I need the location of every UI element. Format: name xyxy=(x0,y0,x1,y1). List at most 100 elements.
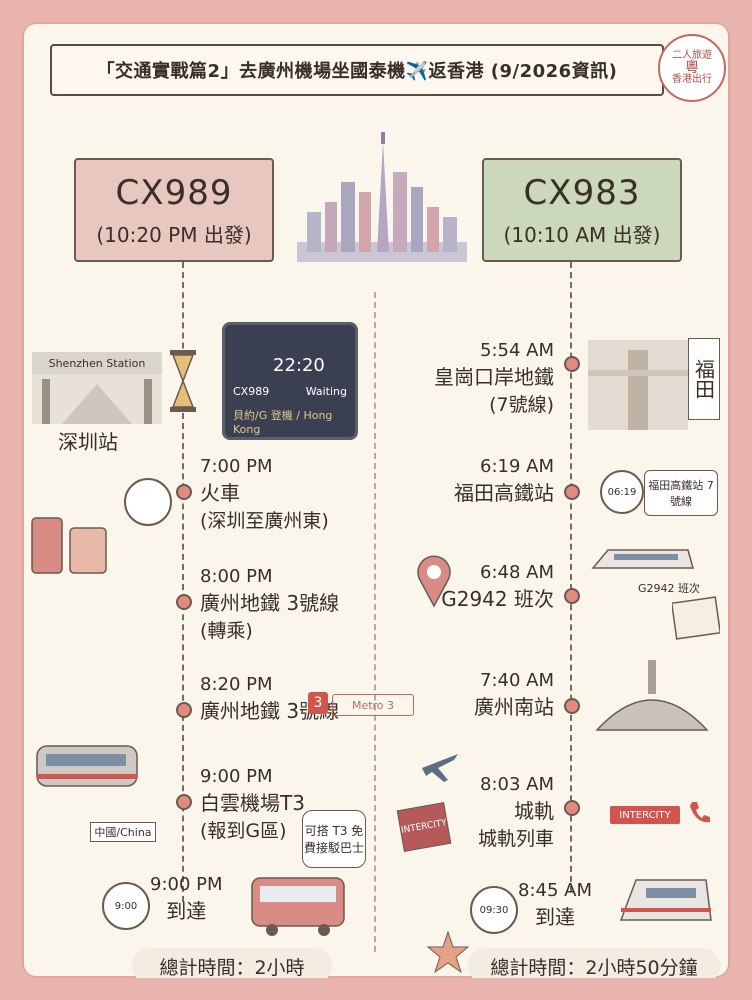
china-flag-label: 中國/China xyxy=(90,822,156,842)
infographic-page: 「交通實戰篇2」去廣州機場坐國泰機✈️返香港 (9/2026資訊) 二人旅遊 粵… xyxy=(22,22,730,978)
event-time: 7:00 PM xyxy=(200,456,273,477)
event-name: 福田高鐵站 xyxy=(454,481,554,505)
event-sub: (7號線) xyxy=(489,394,554,416)
station-sign: Shenzhen Station xyxy=(32,352,162,374)
clock-time: 9:00 xyxy=(114,900,138,912)
starfish-icon xyxy=(426,930,470,974)
train-icon xyxy=(36,745,138,787)
event-name: 廣州南站 xyxy=(474,695,554,719)
right-event-1: 5:54 AM 皇崗口岸地鐵 (7號線) xyxy=(418,340,554,417)
timeline-dot xyxy=(564,698,580,714)
event-name: 皇崗口岸地鐵 xyxy=(434,365,554,389)
event-name: 廣州地鐵 3號線 xyxy=(200,591,340,615)
arrival-clock-icon: 9:00 xyxy=(102,882,150,930)
g2942-label: G2942 班次 xyxy=(638,582,701,595)
guangzhou-south-station-illustration xyxy=(595,660,709,731)
left-total-time: 總計時間：2小時 xyxy=(132,948,332,978)
event-name: 到達 xyxy=(166,899,207,923)
right-event-2: 6:19 AM 福田高鐵站 xyxy=(418,456,554,506)
board-destination: Hong Kong xyxy=(233,409,333,436)
right-arrival: 8:45 AM 到達 xyxy=(518,880,592,930)
flight-code: CX983 xyxy=(523,172,641,213)
event-time: 8:03 AM xyxy=(480,774,554,795)
badge-line-1: 二人旅遊 xyxy=(672,50,712,61)
event-sub: (轉乘) xyxy=(200,620,253,642)
right-event-4: 7:40 AM 廣州南站 xyxy=(418,670,554,720)
metro-line-number: 3 xyxy=(308,692,328,714)
clock-0619-icon: 06:19 xyxy=(600,470,644,514)
intercity-ticket-sticker: INTERCITY xyxy=(396,802,452,852)
board-time: 22:20 xyxy=(273,355,325,376)
left-event-1: 7:00 PM 火車 (深圳至廣州東) xyxy=(200,456,329,533)
intercity-tag: INTERCITY xyxy=(610,806,680,824)
event-name: G2942 班次 xyxy=(441,587,554,611)
flight-code: CX989 xyxy=(115,172,233,213)
board-status: Waiting xyxy=(305,385,347,398)
timeline-dot xyxy=(564,800,580,816)
left-timeline-line xyxy=(182,262,184,902)
right-timeline-line xyxy=(570,262,572,892)
event-sub: (深圳至廣州東) xyxy=(200,510,329,532)
station-label: 深圳站 xyxy=(58,430,118,454)
title-banner: 「交通實戰篇2」去廣州機場坐國泰機✈️返香港 (9/2026資訊) xyxy=(50,44,664,96)
board-row: CX989 Waiting xyxy=(233,385,347,398)
event-time: 8:45 AM xyxy=(518,880,592,901)
clock-time: 09:30 xyxy=(479,904,509,916)
metro-station-illustration xyxy=(588,340,688,430)
right-total-time: 總計時間：2小時50分鐘 xyxy=(468,948,720,978)
left-event-2: 8:00 PM 廣州地鐵 3號線 (轉乘) xyxy=(200,566,339,643)
timeline-dot xyxy=(564,588,580,604)
airplane-icon xyxy=(422,754,458,782)
ticket-icon xyxy=(672,596,720,640)
departure-time: (10:10 AM 出發) xyxy=(503,222,661,247)
flight-box-cx983: CX983 (10:10 AM 出發) xyxy=(482,158,682,262)
high-speed-train-icon xyxy=(591,549,694,569)
timeline-dot xyxy=(176,484,192,500)
bus-note-sticker: 可搭 T3 免費接駁巴士 xyxy=(302,810,366,868)
timeline-dot xyxy=(176,794,192,810)
brand-badge: 二人旅遊 粵 香港出行 xyxy=(658,34,726,102)
city-skyline-illustration xyxy=(297,132,467,262)
board-gate: 貝約/G 登機 / Hong Kong xyxy=(233,409,333,436)
hourglass-icon xyxy=(170,350,196,412)
badge-line-3: 香港出行 xyxy=(672,74,712,85)
timeline-dot xyxy=(564,484,580,500)
right-event-5: 8:03 AM 城軌 城軌列車 xyxy=(418,774,554,851)
event-time: 9:00 PM xyxy=(200,766,273,787)
metro-tag: Metro 3 xyxy=(332,694,414,716)
event-time: 6:48 AM xyxy=(480,562,554,583)
event-time: 6:19 AM xyxy=(480,456,554,477)
futian-sign: 福田 xyxy=(688,338,720,420)
badge-line-2: 粵 xyxy=(685,60,699,76)
right-event-3: 6:48 AM G2942 班次 xyxy=(418,562,554,612)
timeline-dot xyxy=(564,356,580,372)
center-divider xyxy=(374,292,376,952)
event-time: 8:20 PM xyxy=(200,674,273,695)
departure-time: (10:20 PM 出發) xyxy=(96,222,252,247)
arrival-clock-icon: 09:30 xyxy=(470,886,518,934)
event-time: 8:00 PM xyxy=(200,566,273,587)
board-gate-text: 貝約/G 登機 xyxy=(233,409,293,422)
event-sub: 城軌列車 xyxy=(477,828,554,850)
departure-board: 22:20 CX989 Waiting 貝約/G 登機 / Hong Kong xyxy=(222,322,358,440)
event-time: 9:00 PM xyxy=(150,874,223,895)
wall-clock-icon xyxy=(124,478,172,526)
phone-icon xyxy=(690,802,710,823)
flight-box-cx989: CX989 (10:20 PM 出發) xyxy=(74,158,274,262)
timeline-dot xyxy=(176,594,192,610)
event-sub: (報到G區) xyxy=(200,820,287,842)
event-name: 火車 xyxy=(200,481,240,505)
location-pin-icon xyxy=(417,555,451,608)
board-flight: CX989 xyxy=(233,385,270,398)
event-time: 5:54 AM xyxy=(480,340,554,361)
event-time: 7:40 AM xyxy=(480,670,554,691)
page-title: 「交通實戰篇2」去廣州機場坐國泰機✈️返香港 (9/2026資訊) xyxy=(96,61,618,82)
event-name: 到達 xyxy=(535,905,575,929)
left-event-3: 8:20 PM 廣州地鐵 3號線 xyxy=(200,674,339,724)
timeline-dot xyxy=(176,702,192,718)
intercity-train-icon xyxy=(619,879,712,921)
event-name: 城軌 xyxy=(514,799,554,823)
bus-icon xyxy=(251,877,345,936)
ticket-text: INTERCITY xyxy=(400,818,448,836)
left-arrival: 9:00 PM 到達 xyxy=(150,874,223,924)
